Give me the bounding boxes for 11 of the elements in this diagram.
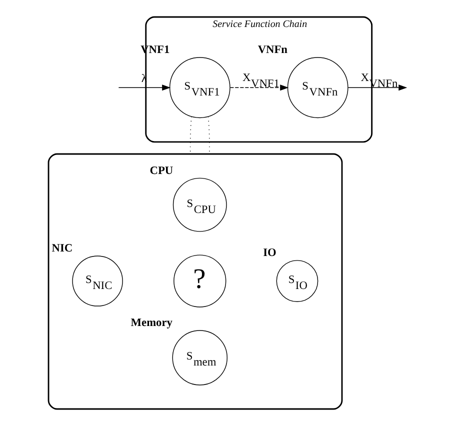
node-label: Memory [130, 317, 172, 330]
node-label: IO [263, 247, 276, 260]
arrow [230, 84, 289, 91]
node-label: NIC [52, 242, 73, 254]
node-circle: ? [174, 254, 226, 308]
node-label: CPU [150, 164, 174, 177]
arrow [118, 84, 171, 91]
connector [208, 116, 210, 154]
cluster [48, 153, 343, 410]
node-label: VNFn [258, 44, 288, 56]
connector [190, 116, 192, 154]
